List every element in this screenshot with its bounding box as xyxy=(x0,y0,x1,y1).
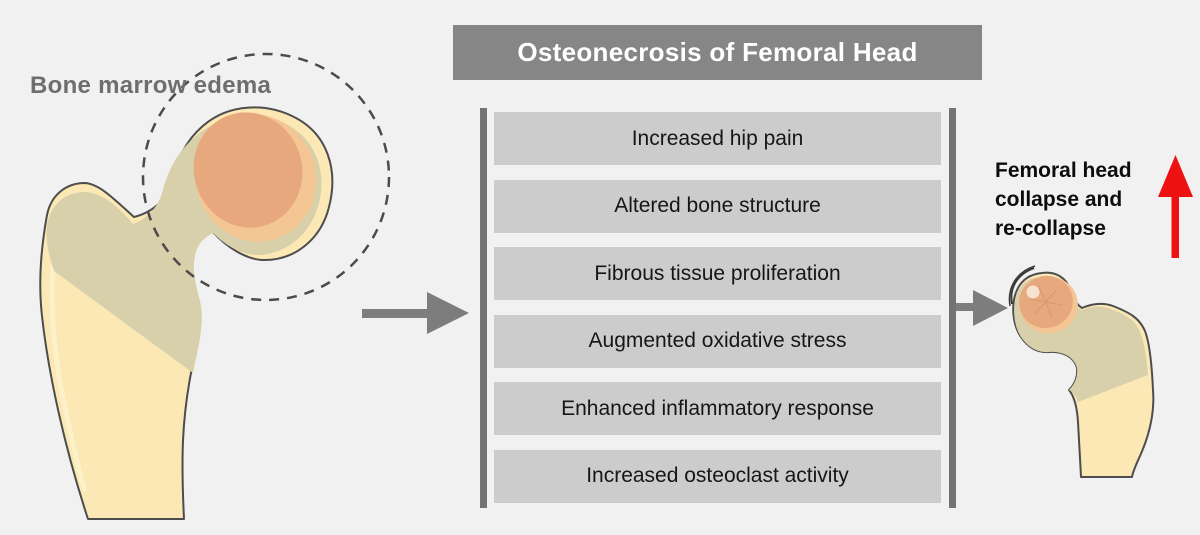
healthy-femur-illustration xyxy=(39,106,334,520)
collapse-note: Femoral head collapse and re-collapse xyxy=(995,156,1165,243)
collapse-crack-lines xyxy=(1029,285,1063,319)
arrow-center-to-right-icon xyxy=(950,290,1008,326)
title-bar: Osteonecrosis of Femoral Head xyxy=(453,25,982,80)
bone-marrow-edema-circle xyxy=(141,52,391,302)
collapse-sketch-stroke-outer xyxy=(1008,265,1036,307)
edema-spot xyxy=(193,112,303,228)
bone-marrow-edema-label: Bone marrow edema xyxy=(30,72,272,99)
collapsed-head-highlight xyxy=(1026,285,1040,299)
collapse-note-line-2: collapse and xyxy=(995,188,1123,211)
factor-item-fibrous-tissue: Fibrous tissue proliferation xyxy=(494,247,941,300)
factor-item-oxidative-stress: Augmented oxidative stress xyxy=(494,314,941,368)
factor-item-osteoclast-activity: Increased osteoclast activity xyxy=(494,449,941,503)
factor-item-bone-structure: Altered bone structure xyxy=(494,179,941,233)
arrow-left-to-center-icon xyxy=(362,292,469,334)
factor-item-inflammatory-response: Enhanced inflammatory response xyxy=(494,382,941,435)
factor-item-hip-pain: Increased hip pain xyxy=(494,112,941,165)
femur-shaft-highlight xyxy=(49,229,87,492)
factor-list: Increased hip pain Altered bone structur… xyxy=(494,112,941,503)
collapsed-femur-illustration xyxy=(1008,265,1155,478)
left-rail xyxy=(480,108,487,508)
red-up-arrow-icon xyxy=(1158,155,1193,258)
collapse-sketch-stroke-inner xyxy=(1010,267,1035,305)
right-rail xyxy=(949,108,956,508)
title-text: Osteonecrosis of Femoral Head xyxy=(517,37,918,67)
collapse-note-line-3: re-collapse xyxy=(995,217,1106,240)
collapse-note-line-1: Femoral head xyxy=(995,159,1132,182)
